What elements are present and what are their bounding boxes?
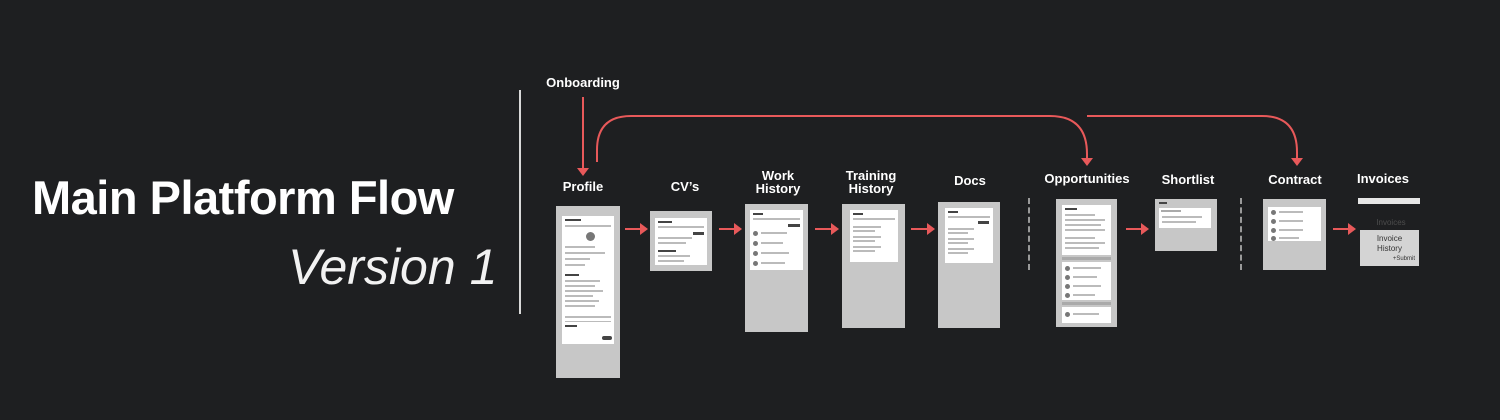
label-cvs: CV’s xyxy=(670,179,700,194)
label-shortlist: Shortlist xyxy=(1161,172,1215,187)
label-invoices: Invoices xyxy=(1356,171,1410,186)
version-subtitle: Version 1 xyxy=(288,239,498,295)
wireframe-profile[interactable] xyxy=(556,206,620,378)
invoice-history-title: Invoice History xyxy=(1376,234,1403,253)
main-title: Main Platform Flow xyxy=(32,171,454,224)
submit-invoice-button[interactable]: +Submit xyxy=(1392,256,1415,262)
arrowhead xyxy=(1141,223,1149,235)
wireframe-contract[interactable] xyxy=(1263,199,1326,270)
invoices-top-bar xyxy=(1358,198,1420,204)
divider-line xyxy=(519,90,521,314)
wireframe-work-history[interactable] xyxy=(745,204,808,332)
wireframe-shortlist[interactable] xyxy=(1155,199,1217,251)
arrowhead xyxy=(640,223,648,235)
arrowhead xyxy=(927,223,935,235)
label-onboarding: Onboarding xyxy=(546,75,620,90)
section-separator xyxy=(1028,198,1030,270)
label-work-history: Work History xyxy=(755,168,801,196)
wireframe-docs[interactable] xyxy=(938,202,1000,328)
label-profile: Profile xyxy=(562,179,604,194)
arrowhead xyxy=(577,168,589,176)
arrowhead xyxy=(734,223,742,235)
invoices-tab-label[interactable]: Invoices xyxy=(1376,218,1406,227)
arrowhead xyxy=(831,223,839,235)
arrow-to-contract xyxy=(1087,115,1298,160)
label-training-history: Training History xyxy=(845,168,897,196)
label-opportunities: Opportunities xyxy=(1044,171,1130,186)
label-contract: Contract xyxy=(1268,172,1322,187)
wireframe-cvs[interactable] xyxy=(650,211,712,271)
wireframe-opportunities[interactable] xyxy=(1056,199,1117,327)
invoice-history-panel[interactable]: Invoice History +Submit xyxy=(1360,230,1419,266)
arrowhead xyxy=(1291,158,1303,166)
arrowhead xyxy=(1081,158,1093,166)
arrowhead xyxy=(1348,223,1356,235)
label-docs: Docs xyxy=(954,173,986,188)
section-separator xyxy=(1240,198,1242,270)
wireframe-training-history[interactable] xyxy=(842,204,905,328)
arrow-profile-loop xyxy=(596,115,1088,162)
